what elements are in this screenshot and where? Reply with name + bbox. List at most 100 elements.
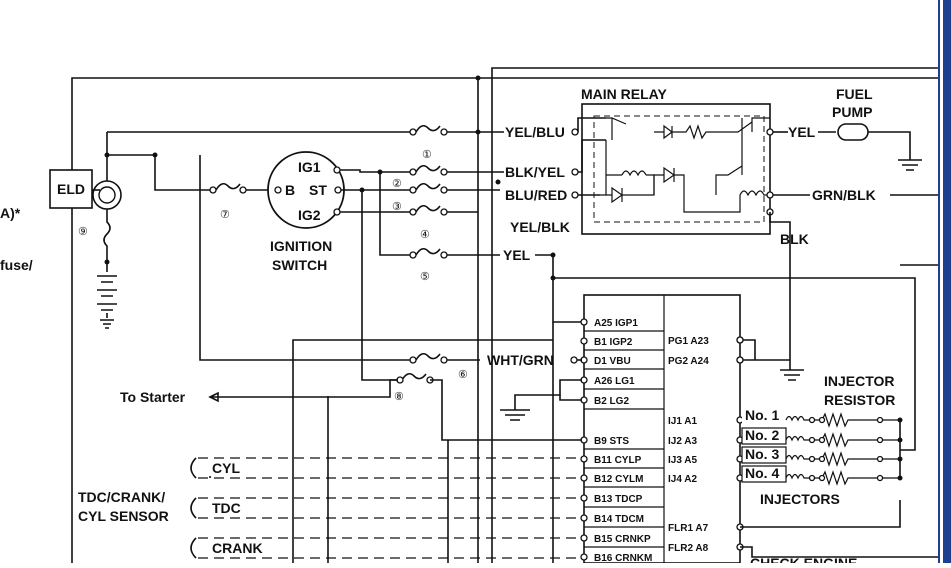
ecu-pin-node-left xyxy=(580,455,588,463)
wire-yel-blu: YEL/BLU xyxy=(505,124,565,140)
relay-coil-1 xyxy=(605,117,655,195)
main-fuse-9 xyxy=(103,209,111,262)
fuse-number-2: ② xyxy=(392,178,402,190)
fuse-number-1: ① xyxy=(422,149,432,161)
ecu-pin-right: FLR2 A8 xyxy=(668,543,709,554)
ecu-pin-right: IJ3 A5 xyxy=(668,455,698,466)
wire-blk: BLK xyxy=(780,231,809,247)
fuse-5 xyxy=(415,247,441,256)
injector-number-box xyxy=(741,446,787,464)
to-starter-arrow xyxy=(208,379,398,403)
b-terminal-label: B xyxy=(285,182,295,198)
ecu-pin-node-left xyxy=(580,474,588,482)
fuse-7 xyxy=(215,182,241,191)
relay-diode-resistor xyxy=(654,124,730,140)
ecu-pin-left: D1 VBU xyxy=(594,356,631,367)
ecu-pin-right: FLR1 A7 xyxy=(668,523,709,534)
outer-left-frame-wire xyxy=(71,77,938,563)
eld-label: ELD xyxy=(57,181,85,197)
injectors-label: INJECTORS xyxy=(760,491,840,507)
signal-cyl: CYL xyxy=(212,460,240,476)
relay-coil-2 xyxy=(600,166,770,213)
injector-number-1: No. 1 xyxy=(745,407,779,423)
check-engine-label: CHECK ENGINE xyxy=(750,555,857,563)
injector-number-box xyxy=(742,408,786,424)
wire-yel-relay: YEL xyxy=(788,124,816,140)
wire-wht-grn: WHT/GRN xyxy=(487,352,554,368)
fuse-4 xyxy=(415,204,441,213)
fuse-number-5: ⑤ xyxy=(420,271,430,283)
injector-coil-resistor xyxy=(785,470,900,486)
window-edge-highlight xyxy=(940,0,943,563)
main-relay-inner xyxy=(593,115,765,223)
injector-resistor-label-2: RESISTOR xyxy=(824,392,895,408)
injector-coil-resistor xyxy=(785,451,900,467)
injector-number-2: No. 2 xyxy=(745,427,779,443)
ecu-pin-left: B13 TDCP xyxy=(594,494,643,505)
fuel-pump-label-1: FUEL xyxy=(836,86,873,102)
ecu-pin-left: A26 LG1 xyxy=(594,376,635,387)
main-relay-box xyxy=(581,103,771,235)
injector-number-box xyxy=(741,465,787,483)
ecu-pin-node-left xyxy=(580,318,588,326)
fuse-3 xyxy=(415,182,441,191)
injector-rows: No. 1No. 2No. 3No. 4 xyxy=(741,407,903,486)
ecu-pin-right: PG1 A23 xyxy=(668,336,709,347)
signal-tdc: TDC xyxy=(212,500,241,516)
ecu-pin-node-left xyxy=(580,494,588,502)
left-partial-text-2: fuse/ xyxy=(0,257,33,273)
fuse-number-4: ④ xyxy=(420,229,430,241)
ecu-pin-left: B14 TDCM xyxy=(594,514,644,525)
fuse-8 xyxy=(401,372,427,381)
wire-blk-yel: BLK/YEL xyxy=(505,164,565,180)
ig1-terminal-label: IG1 xyxy=(298,159,321,175)
ecu-pin-left: A25 IGP1 xyxy=(594,318,638,329)
inner-top-frame-wire xyxy=(491,67,938,563)
to-starter-label: To Starter xyxy=(120,389,186,405)
ecu-pin-left: B9 STS xyxy=(594,436,629,447)
wire-grn-blk: GRN/BLK xyxy=(812,187,876,203)
fuse-2 xyxy=(415,164,441,173)
ecu-pin-right: PG2 A24 xyxy=(668,356,709,367)
left-partial-text-1: A)* xyxy=(0,205,21,221)
injector-number-3: No. 3 xyxy=(745,446,779,462)
fuse-number-8: ⑧ xyxy=(394,391,404,403)
wiring-schematic-svg: A)* fuse/ ELD ⑨ ① YEL/BLU ⑦ IG1 ST IG2 B… xyxy=(0,67,938,568)
injector-coil-resistor xyxy=(785,412,900,428)
injector-coil-resistor xyxy=(785,432,900,448)
ignition-switch-label-1: IGNITION xyxy=(270,238,332,254)
ecu-pin-right: IJ1 A1 xyxy=(668,416,698,427)
ecu-pin-left: B1 IGP2 xyxy=(594,337,633,348)
ecu-pin-node-left xyxy=(580,534,588,542)
main-relay-label: MAIN RELAY xyxy=(581,86,667,102)
injector-resistor-label-1: INJECTOR xyxy=(824,373,895,389)
ecu-pin-left: B2 LG2 xyxy=(594,396,629,407)
battery-symbol xyxy=(97,262,117,329)
signal-crank: CRANK xyxy=(212,540,263,556)
fuse-1 xyxy=(415,124,441,133)
ecu-pin-right: IJ4 A2 xyxy=(668,474,698,485)
ecu-box xyxy=(583,294,741,564)
ecu-pin-node-left xyxy=(580,337,588,345)
ecu-pin-node-left xyxy=(580,514,588,522)
fuel-pump-ground xyxy=(868,131,922,171)
ecu-pin-left: B11 CYLP xyxy=(594,455,642,466)
ecu-pin-left: B15 CRNKP xyxy=(594,534,651,545)
tdc-sensor-wires xyxy=(190,497,582,519)
fuel-pump-symbol xyxy=(837,123,869,141)
ecu-pin-left: B16 CRNKM xyxy=(594,553,652,563)
crank-sensor-wires xyxy=(190,537,582,559)
sensor-label-1: TDC/CRANK/ xyxy=(78,489,165,505)
relay-ground xyxy=(780,369,804,381)
fuel-pump-label-2: PUMP xyxy=(832,104,872,120)
sensor-label-2: CYL SENSOR xyxy=(78,508,169,524)
wire-yel-blk: YEL/BLK xyxy=(510,219,570,235)
injector-number-box xyxy=(741,427,787,445)
eld-box xyxy=(49,169,93,209)
fuse-number-3: ③ xyxy=(392,201,402,213)
ig2-terminal-label: IG2 xyxy=(298,207,321,223)
ecu-pin-left: B12 CYLM xyxy=(594,474,643,485)
ecu-pin-node-left xyxy=(580,553,588,561)
ignition-switch-label-2: SWITCH xyxy=(272,257,327,273)
